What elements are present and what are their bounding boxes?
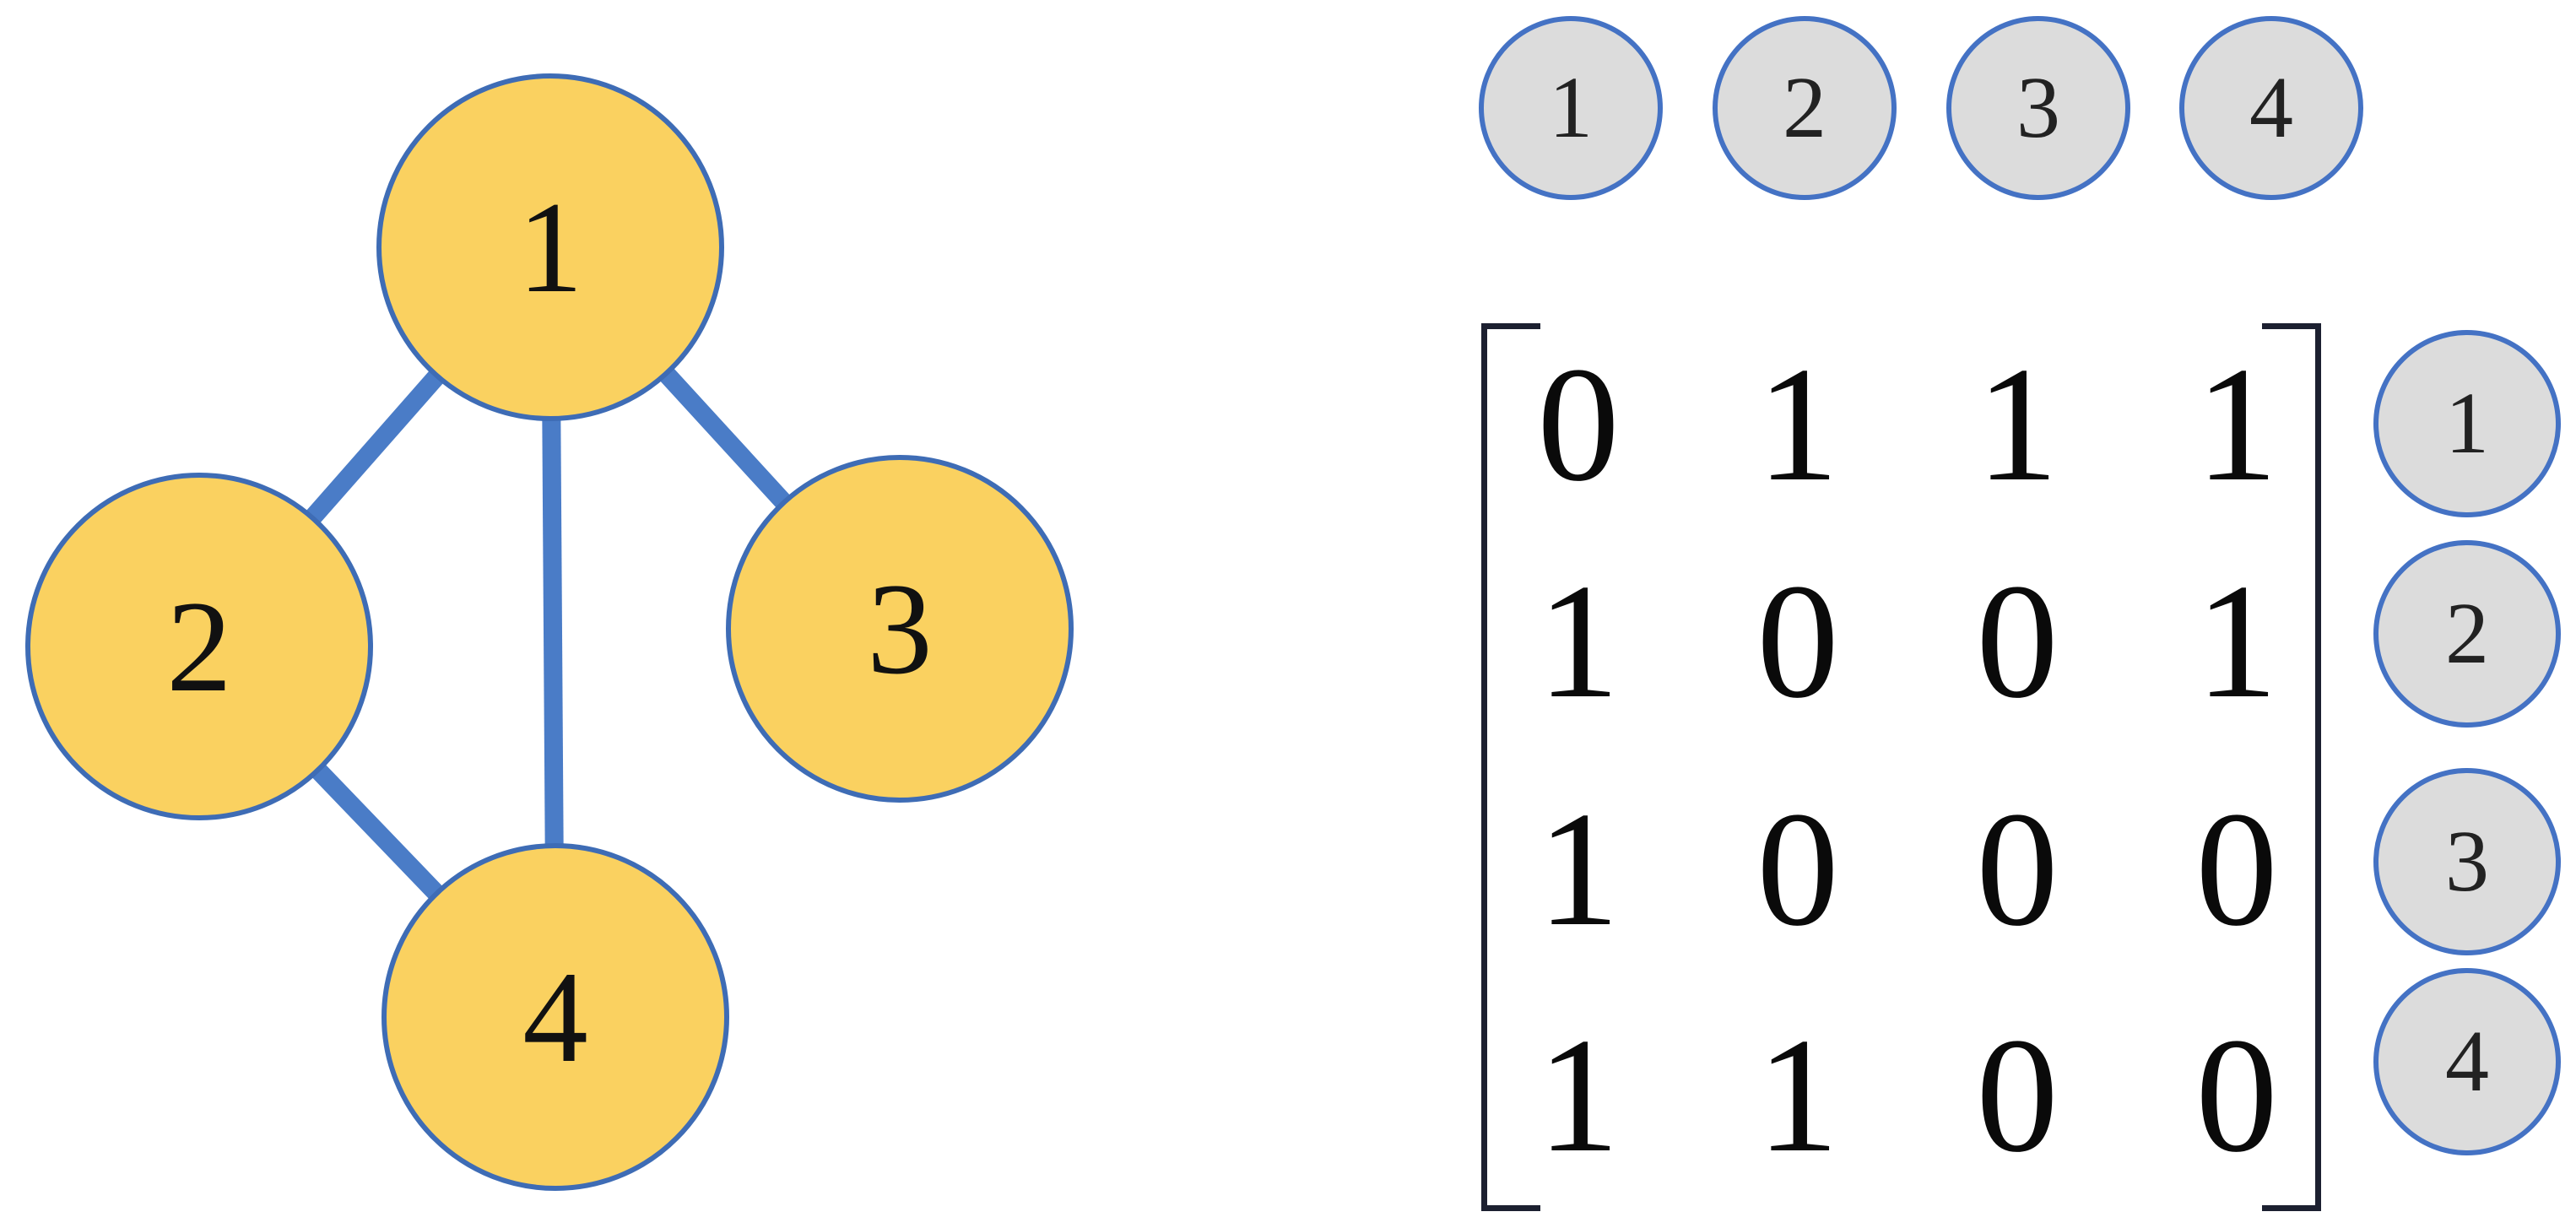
- matrix-cell-2-1: 1: [1537, 549, 1620, 733]
- matrix-row-label-1: 1: [2445, 375, 2489, 472]
- graph-node-4-label: 4: [522, 944, 588, 1090]
- matrix-bracket-right: [2262, 323, 2321, 1211]
- graph-panel: 1 2 3 4: [0, 0, 1182, 1228]
- matrix-row-label-4: 4: [2445, 1013, 2489, 1110]
- matrix-row-4: 1 1 0 0: [1469, 982, 2346, 1209]
- matrix-cell-1-2: 1: [1756, 333, 1839, 516]
- matrix-cell-4-4: 0: [2195, 1003, 2278, 1187]
- matrix-cell-1-3: 1: [1976, 333, 2059, 516]
- matrix-bracket-left: [1481, 323, 1540, 1211]
- matrix-cell-1-1: 0: [1537, 333, 1620, 516]
- matrix-cell-3-3: 0: [1976, 777, 2059, 960]
- matrix-column-label-3: 3: [2016, 59, 2060, 156]
- graph-node-4: 4: [382, 843, 729, 1191]
- graph-node-3-label: 3: [867, 555, 933, 701]
- matrix-column-label-4: 4: [2249, 59, 2293, 156]
- matrix-row-circle-2: 2: [2373, 540, 2561, 728]
- matrix-column-label-1: 1: [1549, 59, 1593, 156]
- matrix-cell-4-1: 1: [1537, 1003, 1620, 1187]
- matrix-row-label-2: 2: [2445, 585, 2489, 682]
- graph-node-3: 3: [726, 455, 1074, 803]
- matrix-cell-2-3: 0: [1976, 549, 2059, 733]
- matrix-row-circle-3: 3: [2373, 768, 2561, 955]
- matrix-column-circle-1: 1: [1479, 16, 1663, 200]
- matrix-cell-1-4: 1: [2195, 333, 2278, 516]
- graph-node-2-label: 2: [166, 573, 232, 719]
- graph-node-1-label: 1: [517, 174, 583, 320]
- matrix-row-circle-4: 4: [2373, 968, 2561, 1155]
- adjacency-matrix-panel: 1 2 3 4 0 1 1 1 1 0 0 1 1 0 0: [1182, 0, 2576, 1228]
- matrix-column-circle-3: 3: [1946, 16, 2130, 200]
- matrix-cell-4-2: 1: [1756, 1003, 1839, 1187]
- matrix-cell-3-1: 1: [1537, 777, 1620, 960]
- matrix-row-label-3: 3: [2445, 813, 2489, 910]
- matrix-row-2: 1 0 0 1: [1469, 528, 2346, 755]
- matrix-cell-4-3: 0: [1976, 1003, 2059, 1187]
- matrix-row-circle-1: 1: [2373, 330, 2561, 517]
- matrix-column-label-2: 2: [1783, 59, 1826, 156]
- matrix-cell-2-2: 0: [1756, 549, 1839, 733]
- matrix-row-1: 0 1 1 1: [1469, 311, 2346, 538]
- matrix-column-circle-4: 4: [2179, 16, 2363, 200]
- matrix-row-3: 1 0 0 0: [1469, 756, 2346, 982]
- matrix-column-circle-2: 2: [1713, 16, 1897, 200]
- matrix-cell-2-4: 1: [2195, 549, 2278, 733]
- matrix-cell-3-4: 0: [2195, 777, 2278, 960]
- graph-node-1: 1: [376, 73, 724, 421]
- graph-node-2: 2: [25, 473, 373, 820]
- matrix-cell-3-2: 0: [1756, 777, 1839, 960]
